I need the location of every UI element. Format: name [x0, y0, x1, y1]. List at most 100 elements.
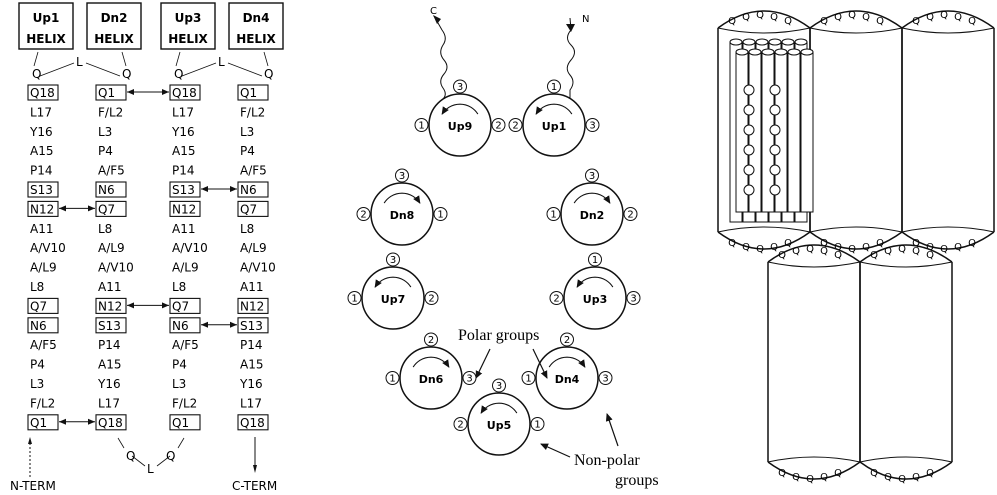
polar-cap-glyph: Q — [968, 16, 976, 27]
contact-site-number: 2 — [564, 335, 570, 346]
residue-label: N6 — [240, 183, 257, 197]
loop-residue-l: L — [218, 55, 225, 69]
rotation-arrow — [441, 103, 479, 115]
bottom-connecting-loop: QLQ — [117, 437, 185, 476]
helix-header-name: Dn4 — [243, 11, 270, 25]
residue-label: A15 — [240, 358, 263, 372]
polar-cap-glyph: Q — [834, 250, 842, 261]
rod-residue-ring — [743, 124, 755, 136]
contact-site-marker: 3 — [462, 371, 477, 385]
rod-residue-ring — [743, 184, 755, 196]
contact-site-marker: 1 — [433, 207, 448, 221]
residue-cell: Q18 — [27, 84, 59, 101]
helix-header-box — [18, 2, 74, 50]
residue-cell: A15 — [240, 358, 263, 372]
helix-header-name: Up1 — [33, 11, 60, 25]
rotation-arrow — [576, 276, 614, 288]
polar-cap-glyph: Q — [926, 468, 934, 479]
c-term-label: C-TERM — [232, 479, 277, 491]
contact-site-number: 2 — [428, 294, 434, 305]
residue-cell: A/V10 — [240, 261, 276, 275]
cylinder-bottom-cap — [767, 461, 861, 480]
residue-cell: L8 — [30, 280, 44, 294]
polar-cap-glyph: Q — [940, 244, 948, 255]
polar-cap-glyph: Q — [884, 472, 892, 483]
rod-residue-ring — [769, 84, 781, 96]
polar-cap-glyph: Q — [912, 246, 920, 257]
contact-site-marker: 2 — [453, 417, 468, 431]
residue-cell: A11 — [98, 280, 121, 294]
polar-cap-glyph: Q — [926, 12, 934, 23]
link-arrowhead-left — [127, 89, 134, 95]
hydrogen-bond-link — [127, 89, 169, 95]
polar-cap-glyph: Q — [728, 238, 736, 249]
contact-site-number: 1 — [550, 210, 556, 221]
residue-label: L3 — [30, 377, 44, 391]
cylinder-rim — [901, 27, 995, 34]
loop-stub — [121, 51, 127, 67]
residue-label: Q7 — [172, 299, 189, 313]
polar-cap-glyph: Q — [756, 244, 764, 255]
residue-box — [27, 414, 59, 431]
residue-cell: N6 — [169, 317, 201, 334]
polar-cap-glyph: Q — [954, 12, 962, 23]
cylinder-wall — [809, 28, 903, 232]
loop-segment — [181, 62, 217, 77]
rod-end — [768, 38, 782, 46]
residue-label: A/L9 — [240, 241, 267, 255]
residue-label: L17 — [98, 396, 120, 410]
cylinder-wall — [767, 262, 861, 462]
residue-cell: L3 — [98, 125, 112, 139]
polar-cap-glyph: Q — [820, 16, 828, 27]
hydrogen-bond-link — [127, 302, 169, 309]
cylinder-rim — [859, 456, 953, 463]
contact-site-circle — [356, 207, 371, 221]
contact-site-number: 2 — [495, 121, 501, 132]
contact-site-number: 3 — [390, 255, 396, 266]
residue-cell: A11 — [240, 280, 263, 294]
contact-site-number: 1 — [551, 82, 557, 93]
helix-label: Up1 — [542, 120, 566, 133]
residue-cell: L17 — [98, 396, 120, 410]
contact-site-marker: 2 — [549, 291, 564, 305]
residue-box — [237, 200, 269, 217]
contact-site-circle — [347, 291, 362, 305]
polar-cap-glyph: Q — [926, 242, 934, 253]
helix-dn8: Dn8 — [370, 182, 434, 246]
residue-cell: Q1 — [27, 414, 59, 431]
polar-cap-glyph: Q — [728, 16, 736, 27]
contact-site-marker: 2 — [508, 118, 523, 132]
residue-cell: L3 — [30, 377, 44, 391]
contact-site-marker: 2 — [623, 207, 638, 221]
residue-label: A/F5 — [30, 338, 57, 352]
residue-label: Q1 — [98, 86, 115, 100]
contact-site-number: 3 — [496, 381, 502, 392]
residue-label: N6 — [98, 183, 115, 197]
residue-cell: A/F5 — [172, 338, 199, 352]
residue-label: L3 — [98, 125, 112, 139]
helix-dn6: Dn6 — [399, 346, 463, 410]
residue-label: N12 — [172, 202, 196, 216]
polar-cap-glyph: Q — [792, 472, 800, 483]
contact-site-marker: 3 — [626, 291, 641, 305]
residue-cell: Q1 — [95, 84, 127, 101]
residue-label: A11 — [240, 280, 263, 294]
contact-site-marker: 1 — [521, 371, 536, 385]
link-arrowhead-right — [162, 89, 169, 95]
contact-site-number: 3 — [399, 171, 405, 182]
residue-label: N12 — [98, 299, 122, 313]
residue-label: P4 — [98, 144, 113, 158]
contact-site-number: 2 — [457, 420, 463, 431]
polar-cap-glyph: Q — [778, 250, 786, 261]
helix-header-word: HELIX — [236, 32, 276, 46]
contact-site-circle — [585, 118, 600, 132]
residue-cell: A15 — [30, 144, 53, 158]
residue-cell: N6 — [95, 181, 127, 198]
contact-site-circle — [491, 118, 506, 132]
residue-cell: A/F5 — [30, 338, 57, 352]
helix-header-box — [228, 2, 284, 50]
